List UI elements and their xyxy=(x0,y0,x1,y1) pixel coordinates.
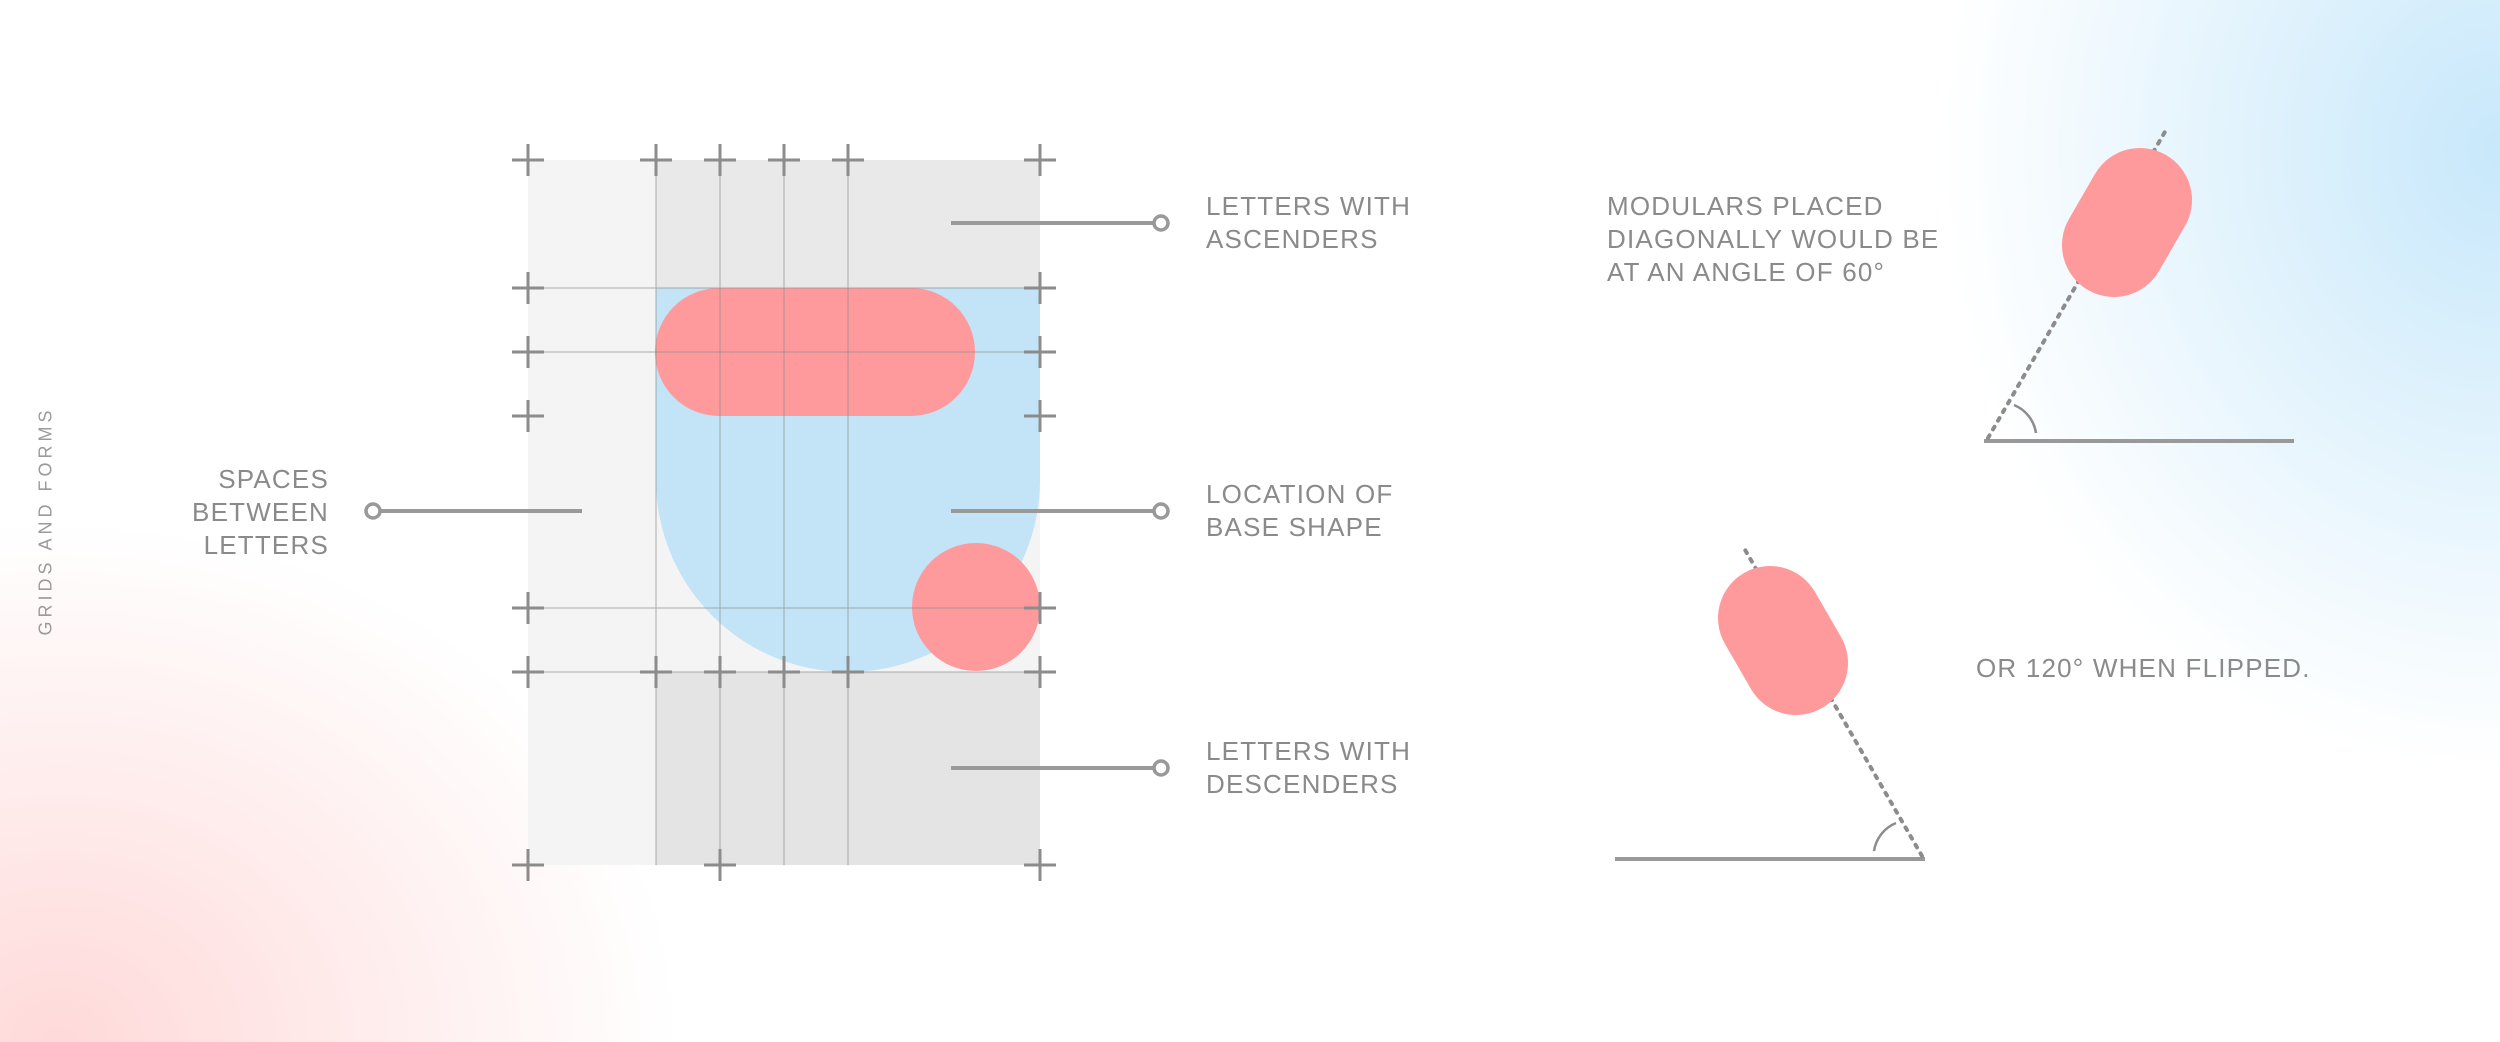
grid-cross-marker xyxy=(1024,400,1056,432)
grid-cross-marker xyxy=(512,336,544,368)
label-letters-with-descenders: LETTERS WITH DESCENDERS xyxy=(1206,736,1412,799)
grid-cross-marker xyxy=(512,592,544,624)
label-location-of-base-shape: LOCATION OF BASE SHAPE xyxy=(1206,479,1394,542)
leader-lines xyxy=(364,214,1170,777)
dot-shape xyxy=(912,543,1040,671)
grid-cross-marker xyxy=(1024,144,1056,176)
grid-cross-marker xyxy=(832,656,864,688)
grid-cross-marker xyxy=(512,272,544,304)
grid-cross-marker xyxy=(512,656,544,688)
grid-cross-marker xyxy=(704,656,736,688)
label-letters-with-ascenders: LETTERS WITH ASCENDERS xyxy=(1206,191,1412,254)
angled-pill-60 xyxy=(2062,148,2192,297)
grid-cross-marker xyxy=(1024,272,1056,304)
grid-cross-marker xyxy=(1024,592,1056,624)
grid-crosses xyxy=(512,144,1056,881)
grid-cross-marker xyxy=(640,656,672,688)
side-title: GRIDS AND FORMS xyxy=(35,406,56,636)
label-flipped-120-note: OR 120° WHEN FLIPPED. xyxy=(1976,653,2311,683)
label-diagonal-60-note: MODULARS PLACED DIAGONALLY WOULD BE AT A… xyxy=(1607,191,1940,287)
grid-cross-marker xyxy=(512,849,544,881)
grid-cross-marker xyxy=(768,144,800,176)
grid-cross-marker xyxy=(1024,336,1056,368)
grid-cross-marker xyxy=(512,400,544,432)
angle-120-illustration xyxy=(1615,546,1925,861)
grid-cross-marker xyxy=(704,144,736,176)
label-spaces-between-letters: SPACES BETWEEN LETTERS xyxy=(192,464,329,560)
grid-cross-marker xyxy=(1024,849,1056,881)
grid-cross-marker xyxy=(832,144,864,176)
angle-60-illustration xyxy=(1984,128,2294,443)
grid-cross-marker xyxy=(704,849,736,881)
grid-cross-marker xyxy=(768,656,800,688)
grid-cross-marker xyxy=(512,144,544,176)
grid-cross-marker xyxy=(1024,656,1056,688)
angled-pill-120 xyxy=(1718,566,1848,715)
grid-cross-marker xyxy=(640,144,672,176)
